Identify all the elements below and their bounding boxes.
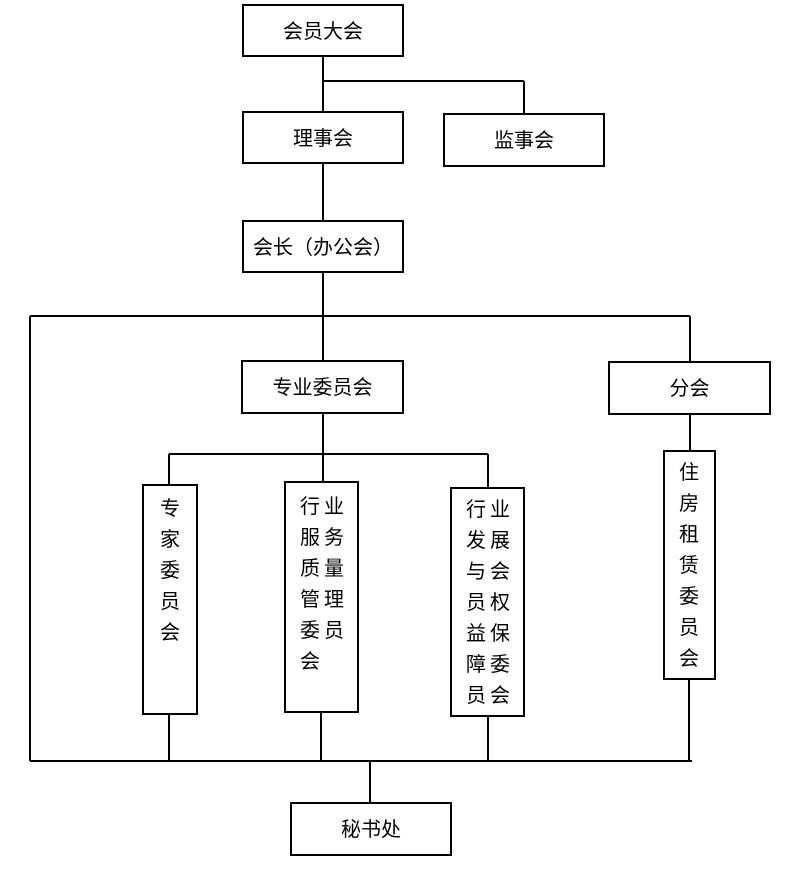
char: 会: [490, 683, 510, 707]
char: 租: [679, 522, 699, 546]
char: 益: [466, 621, 486, 645]
char: 质: [300, 556, 320, 580]
char: 务: [324, 525, 344, 549]
char: 业: [490, 497, 510, 521]
president-box: 会长（办公会）: [242, 220, 404, 273]
char: 委: [160, 558, 180, 582]
char: 赁: [679, 553, 699, 577]
char: 保: [490, 621, 510, 645]
president-label: 会长（办公会）: [253, 234, 393, 259]
special-committee-label: 专业委员会: [272, 375, 373, 399]
char: 与: [466, 559, 486, 583]
branch-box: 分会: [608, 361, 771, 415]
service-quality-committee-label-col1: 行 服 质 管 委 会: [300, 491, 320, 677]
service-quality-committee-box: [284, 481, 359, 713]
char: 展: [490, 528, 510, 552]
council-box: 理事会: [242, 111, 404, 164]
char: 住: [679, 460, 699, 484]
general-assembly-box: 会员大会: [242, 4, 404, 57]
char: 员: [679, 615, 699, 639]
general-assembly-label: 会员大会: [283, 18, 363, 43]
char: 业: [324, 494, 344, 518]
char: 委: [300, 618, 320, 642]
char: 会: [490, 559, 510, 583]
char: 权: [490, 590, 510, 614]
expert-committee-label: 专 家 委 员 会: [160, 493, 180, 648]
secretariat-label: 秘书处: [341, 817, 401, 841]
char: 服: [300, 525, 320, 549]
char: 房: [679, 491, 699, 515]
char: 专: [160, 496, 180, 520]
char: 行: [300, 494, 320, 518]
service-quality-committee-label-col2: 业 务 量 理 员: [324, 491, 344, 646]
housing-rental-committee-box: [663, 450, 716, 680]
char: 会: [679, 646, 699, 670]
char: 委: [679, 584, 699, 608]
char: 家: [160, 527, 180, 551]
secretariat-box: 秘书处: [290, 802, 452, 856]
char: 会: [300, 649, 320, 673]
special-committee-box: 专业委员会: [241, 360, 404, 414]
char: 会: [160, 620, 180, 644]
char: 发: [466, 528, 486, 552]
development-rights-committee-label-col2: 业 展 会 权 保 委 会: [490, 494, 510, 711]
supervisory-board-label: 监事会: [494, 128, 554, 152]
development-rights-committee-box: [450, 487, 525, 717]
char: 委: [490, 652, 510, 676]
council-label: 理事会: [293, 125, 353, 150]
char: 管: [300, 587, 320, 611]
housing-rental-committee-label: 住 房 租 赁 委 员 会: [679, 457, 699, 674]
branch-label: 分会: [669, 376, 710, 400]
char: 员: [466, 683, 486, 707]
char: 员: [324, 618, 344, 642]
expert-committee-box: [142, 484, 198, 715]
development-rights-committee-label-col1: 行 发 与 员 益 障 员: [466, 494, 486, 711]
char: 员: [160, 589, 180, 613]
char: 员: [466, 590, 486, 614]
supervisory-board-box: 监事会: [443, 113, 605, 167]
char: 理: [324, 587, 344, 611]
char: 行: [466, 497, 486, 521]
char: 量: [324, 556, 344, 580]
char: 障: [466, 652, 486, 676]
